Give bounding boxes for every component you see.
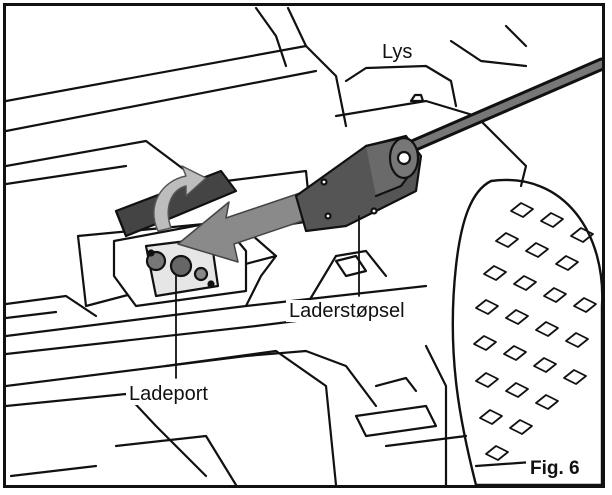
mower-body (6, 6, 548, 485)
figure-frame: Lys Laderstøpsel Ladeport Fig. 6 (3, 3, 605, 488)
leader-lines (175, 215, 360, 379)
tire (451, 178, 602, 485)
charging-illustration (6, 6, 602, 485)
curved-rotate-arrow (153, 165, 207, 232)
charger-plug (294, 134, 423, 233)
charger-cable (394, 57, 602, 158)
straight-insert-arrow (177, 190, 312, 263)
light-label: Lys (379, 41, 416, 63)
charger-plug-label: Laderstøpsel (286, 300, 408, 322)
figure-number: Fig. 6 (526, 458, 584, 480)
charge-port-label: Ladeport (126, 383, 211, 405)
